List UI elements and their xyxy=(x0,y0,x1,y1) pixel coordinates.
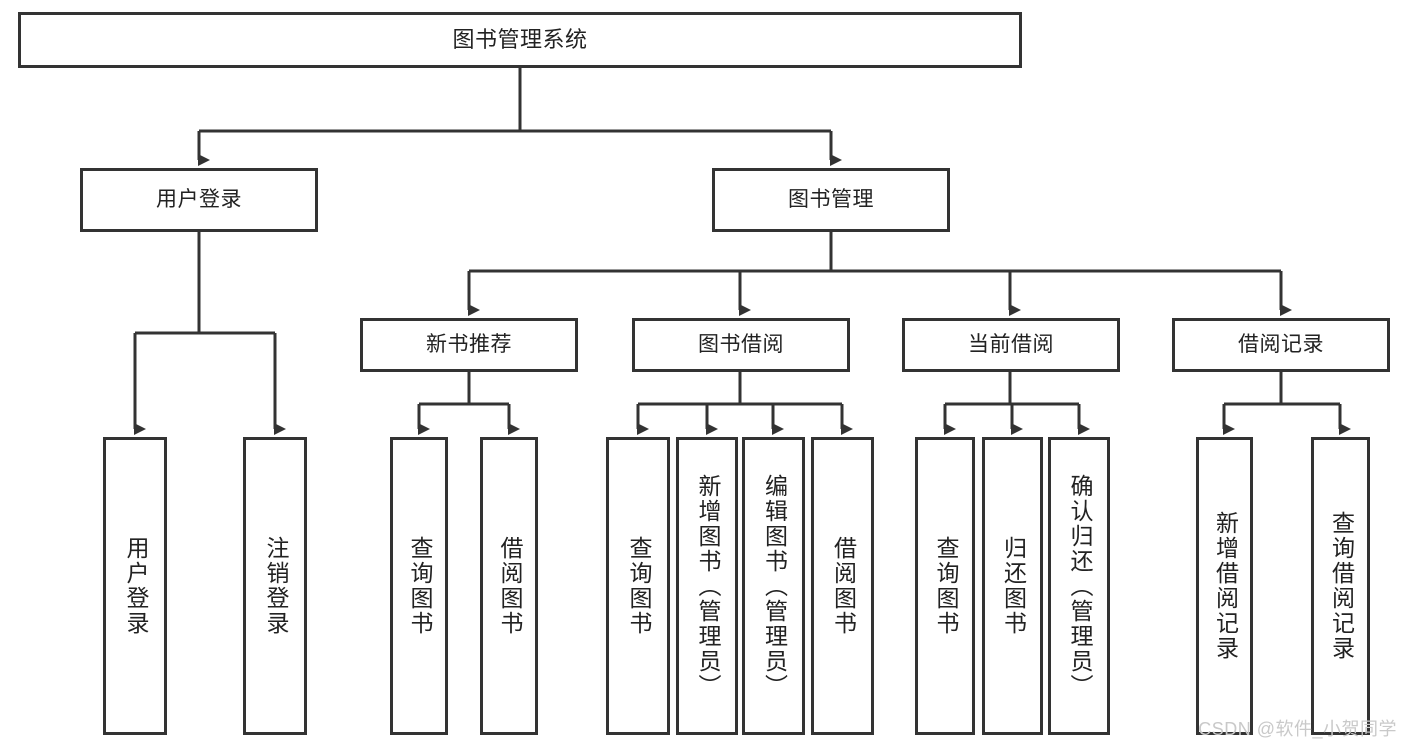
leaf-label: 查询图书 xyxy=(932,536,959,636)
leaf-user-login-logout[interactable]: 注销登录 xyxy=(243,437,307,735)
node-root[interactable]: 图书管理系统 xyxy=(18,12,1022,68)
leaf-label: 借阅图书 xyxy=(830,536,857,636)
leaf-label: 借阅图书 xyxy=(496,536,523,636)
leaf-user-login-login[interactable]: 用户登录 xyxy=(103,437,167,735)
node-new-book-recommend-label: 新书推荐 xyxy=(426,332,512,356)
leaf-label: 确认归还（管理员） xyxy=(1066,473,1093,699)
node-current-borrow[interactable]: 当前借阅 xyxy=(902,318,1120,372)
node-borrow-record[interactable]: 借阅记录 xyxy=(1172,318,1390,372)
leaf-label: 用户登录 xyxy=(122,536,149,636)
leaf-label: 查询图书 xyxy=(625,536,652,636)
node-book-management[interactable]: 图书管理 xyxy=(712,168,950,232)
node-root-label: 图书管理系统 xyxy=(452,27,588,53)
node-user-login[interactable]: 用户登录 xyxy=(80,168,318,232)
leaf-label: 注销登录 xyxy=(262,536,289,636)
leaf-record-query-record[interactable]: 查询借阅记录 xyxy=(1311,437,1370,735)
leaf-current-confirm-return[interactable]: 确认归还（管理员） xyxy=(1048,437,1110,735)
leaf-label: 查询图书 xyxy=(406,536,433,636)
leaf-record-add-record[interactable]: 新增借阅记录 xyxy=(1196,437,1253,735)
leaf-borrow-edit-book[interactable]: 编辑图书（管理员） xyxy=(742,437,805,735)
leaf-recommend-borrow-book[interactable]: 借阅图书 xyxy=(480,437,538,735)
leaf-borrow-query-book[interactable]: 查询图书 xyxy=(606,437,670,735)
leaf-label: 编辑图书（管理员） xyxy=(761,473,788,699)
leaf-label: 查询借阅记录 xyxy=(1328,511,1355,661)
leaf-borrow-add-book[interactable]: 新增图书（管理员） xyxy=(676,437,738,735)
node-borrow-record-label: 借阅记录 xyxy=(1238,332,1324,356)
leaf-label: 新增借阅记录 xyxy=(1212,511,1239,661)
node-new-book-recommend[interactable]: 新书推荐 xyxy=(360,318,578,372)
watermark: CSDN @软件_小贺同学 xyxy=(1198,719,1397,739)
node-book-borrow-label: 图书借阅 xyxy=(698,332,784,356)
node-user-login-label: 用户登录 xyxy=(156,187,242,211)
node-current-borrow-label: 当前借阅 xyxy=(968,332,1054,356)
leaf-label: 归还图书 xyxy=(1000,536,1027,636)
leaf-current-return-book[interactable]: 归还图书 xyxy=(982,437,1043,735)
node-book-borrow[interactable]: 图书借阅 xyxy=(632,318,850,372)
node-book-management-label: 图书管理 xyxy=(788,187,874,211)
leaf-recommend-query-book[interactable]: 查询图书 xyxy=(390,437,448,735)
leaf-borrow-borrow-book[interactable]: 借阅图书 xyxy=(811,437,874,735)
leaf-current-query-book[interactable]: 查询图书 xyxy=(915,437,975,735)
leaf-label: 新增图书（管理员） xyxy=(694,473,721,699)
